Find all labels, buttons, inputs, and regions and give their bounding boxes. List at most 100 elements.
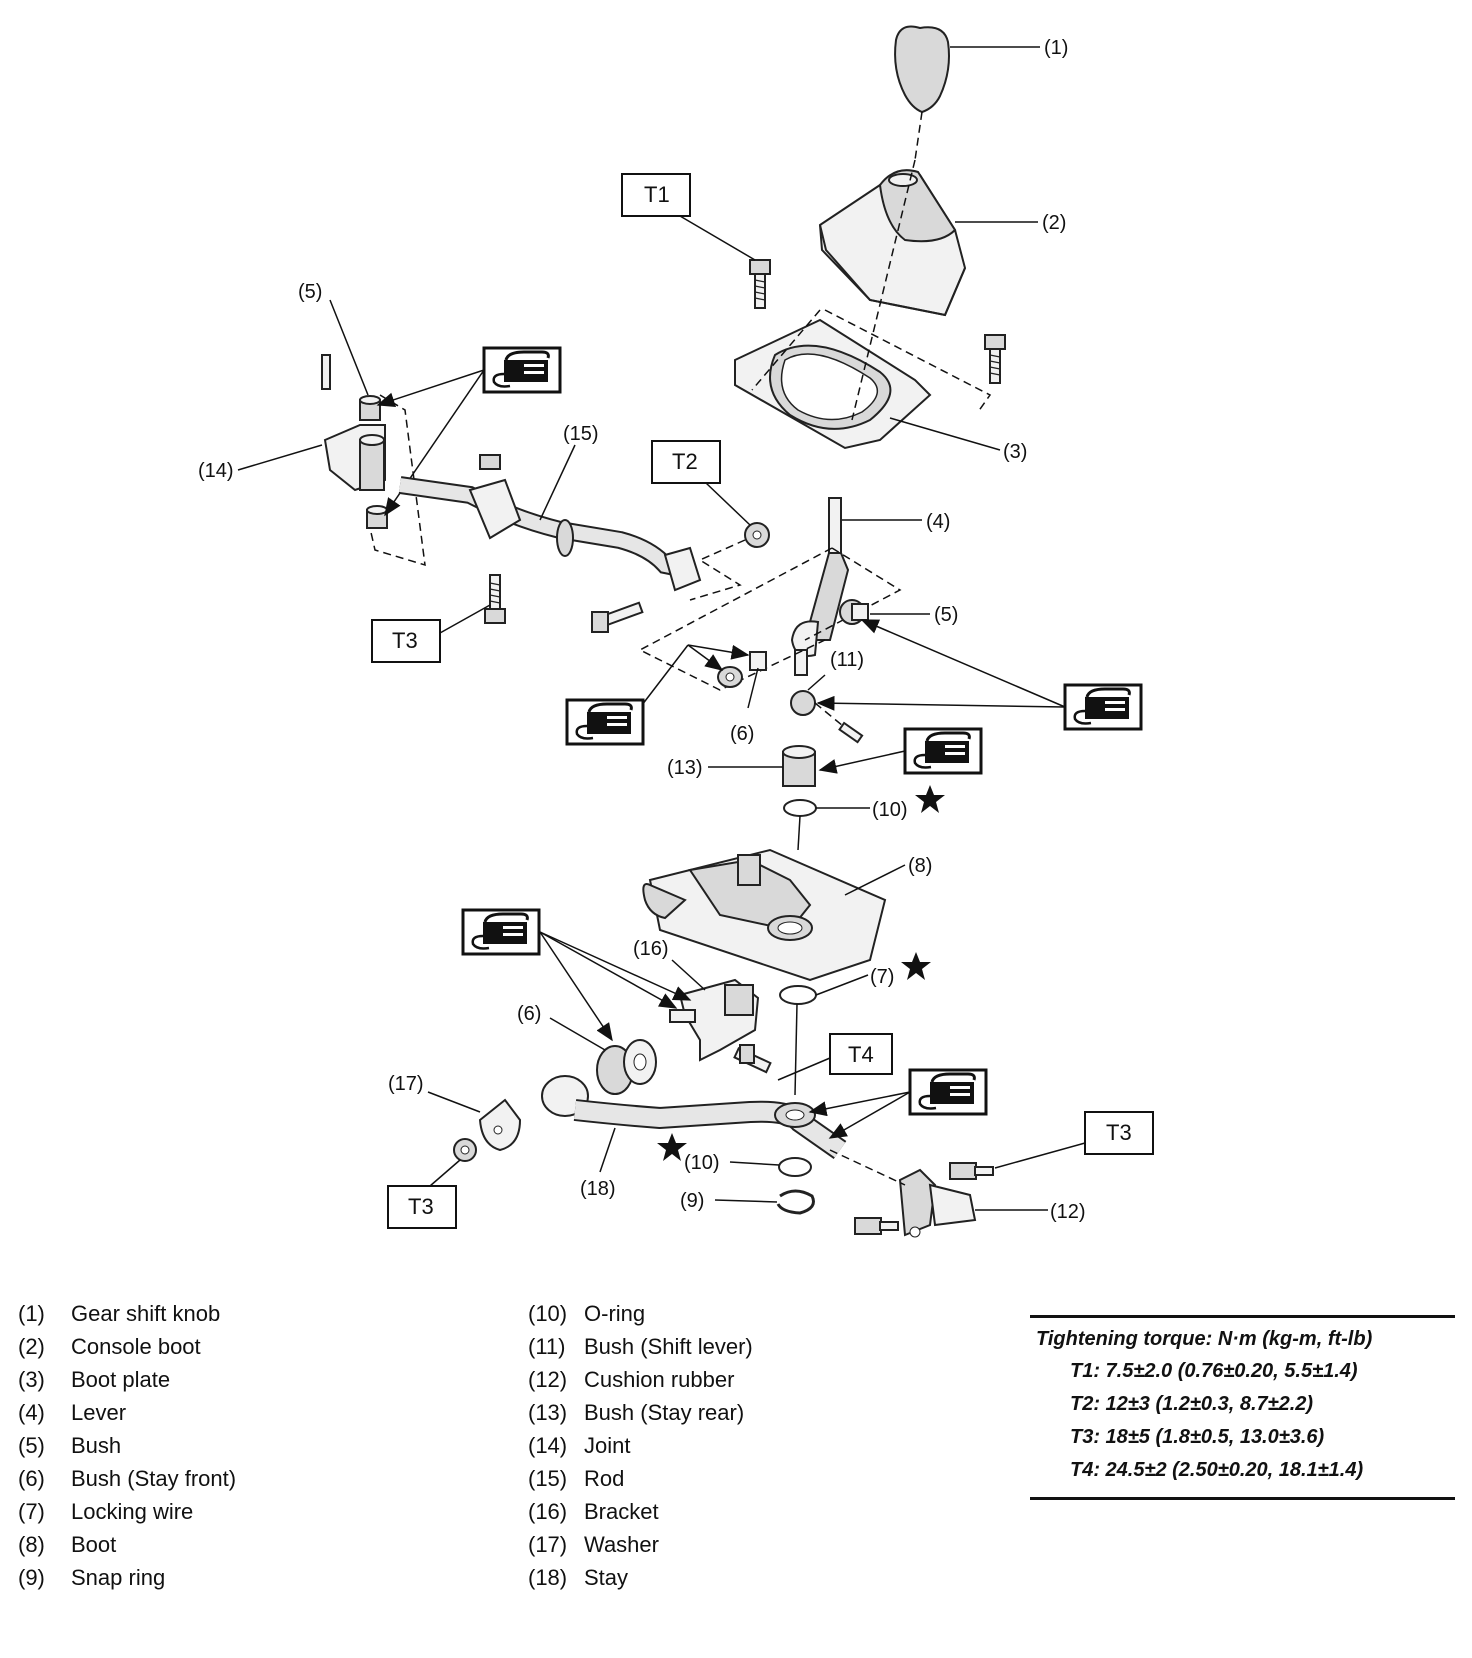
locking-wire xyxy=(779,974,869,1005)
legend-item: (14)Joint xyxy=(528,1429,753,1462)
legend-item-number: (15) xyxy=(528,1466,568,1491)
legend-item: (2) Console boot xyxy=(18,1330,236,1363)
legend-item: (13) Bush (Stay rear) xyxy=(528,1396,753,1429)
callout-5a: (5) xyxy=(298,281,322,303)
cushion-rubber xyxy=(898,1168,1048,1238)
legend-item-name: Bush xyxy=(71,1433,122,1458)
torque-box-t1 xyxy=(621,173,691,217)
parts-legend-left: (1)Gear shift knob(2)Console boot(3)Boot… xyxy=(18,1297,236,1594)
legend-item-number: (18) xyxy=(528,1565,568,1590)
legend-item: (3)Boot plate xyxy=(18,1363,236,1396)
t1-bolt-left xyxy=(749,259,771,309)
callout-18: (18) xyxy=(580,1178,616,1200)
legend-item-number: (14) xyxy=(528,1433,568,1458)
torque-box-t2-label: T2 xyxy=(672,449,698,474)
rod xyxy=(398,444,702,592)
legend-item: (9)Snap ring xyxy=(18,1561,236,1594)
joint xyxy=(237,354,386,492)
t3-bolt-right-lower xyxy=(854,1217,899,1235)
callout-10a: (10) xyxy=(872,799,908,821)
callout-6a: (6) xyxy=(730,723,754,745)
legend-item: (17)Washer xyxy=(528,1528,753,1561)
grease-gun-icon xyxy=(903,727,983,775)
boot xyxy=(642,848,906,982)
callout-12: (12) xyxy=(1050,1201,1086,1223)
bush-5-lower xyxy=(366,505,388,529)
grease-gun-icon xyxy=(461,908,541,956)
bracket xyxy=(669,959,760,1062)
legend-item-name: O-ring xyxy=(584,1301,646,1326)
t3-nut-washer xyxy=(453,1138,477,1162)
legend-item-name: Locking wire xyxy=(71,1499,194,1524)
legend-item-name: Washer xyxy=(584,1532,659,1557)
t3-bolt-rod xyxy=(484,574,506,624)
callout-5b: (5) xyxy=(934,604,958,626)
stay xyxy=(541,1075,847,1173)
legend-item: (8) Boot xyxy=(18,1528,236,1561)
snap-ring xyxy=(714,1189,815,1215)
callout-16: (16) xyxy=(633,938,669,960)
bush-13 xyxy=(708,745,816,787)
callout-11: (11) xyxy=(830,649,864,671)
lever xyxy=(790,497,922,676)
legend-item-name: Boot xyxy=(71,1532,117,1557)
torque-box-t3-b-label: T3 xyxy=(408,1194,434,1219)
star-icon xyxy=(915,785,945,813)
t1-bolt-right xyxy=(984,334,1006,384)
callout-3: (3) xyxy=(1003,441,1027,463)
legend-item: (7) Locking wire xyxy=(18,1495,236,1528)
gear-shift-knob xyxy=(894,25,1040,161)
console-boot xyxy=(818,169,1038,317)
legend-item-number: (8) xyxy=(18,1532,45,1557)
legend-item: (1) Gear shift knob xyxy=(18,1297,236,1330)
legend-item-name: Lever xyxy=(71,1400,127,1425)
legend-item: (12) Cushion rubber xyxy=(528,1363,753,1396)
callout-15: (15) xyxy=(563,423,599,445)
torque-line-t4: T4: 24.5±2 (2.50±0.20, 18.1±1.4) xyxy=(1070,1459,1364,1481)
bush-11 xyxy=(790,674,864,744)
torque-box-t4 xyxy=(829,1033,893,1075)
legend-item-number: (3) xyxy=(18,1367,45,1392)
legend-item-name: Snap ring xyxy=(71,1565,166,1590)
legend-item-number: (1) xyxy=(18,1301,45,1326)
legend-item-name: Bracket xyxy=(584,1499,659,1524)
legend-item-name: Bush (Stay rear) xyxy=(584,1400,745,1425)
bush-6-lower xyxy=(549,1017,657,1095)
legend-item: (10)O-ring xyxy=(528,1297,753,1330)
legend-item-number: (7) xyxy=(18,1499,45,1524)
legend-item-number: (4) xyxy=(18,1400,45,1425)
o-ring-10-lower xyxy=(729,1157,812,1177)
legend-item-name: Gear shift knob xyxy=(71,1301,221,1326)
callout-13: (13) xyxy=(667,757,703,779)
legend-item: (5)Bush xyxy=(18,1429,236,1462)
callout-10b: (10) xyxy=(684,1152,720,1174)
torque-box-t3-a-label: T3 xyxy=(392,628,418,653)
torque-box-t2 xyxy=(651,440,721,484)
torque-title: Tightening torque: N·m (kg-m, ft-lb) xyxy=(1036,1328,1373,1350)
torque-line-t3: T3: 18±5 (1.8±0.5, 13.0±3.6) xyxy=(1070,1426,1325,1448)
t3-bolt-right-upper xyxy=(949,1162,994,1180)
legend-item-number: (6) xyxy=(18,1466,45,1491)
grease-gun-icon xyxy=(565,698,645,746)
legend-item-number: (2) xyxy=(18,1334,45,1359)
torque-line-t1: T1: 7.5±2.0 (0.76±0.20, 5.5±1.4) xyxy=(1070,1360,1358,1382)
legend-item-name: Bush (Stay front) xyxy=(71,1466,237,1491)
callout-6b: (6) xyxy=(517,1003,541,1025)
tightening-torque-panel: Tightening torque: N·m (kg-m, ft-lb) T1:… xyxy=(1030,1315,1455,1500)
torque-box-t3-b xyxy=(387,1185,457,1229)
legend-item-name: Console boot xyxy=(71,1334,201,1359)
legend-item-number: (11) xyxy=(528,1334,566,1359)
callout-14: (14) xyxy=(198,460,234,482)
callout-1: (1) xyxy=(1044,37,1068,59)
legend-item-name: Rod xyxy=(584,1466,625,1491)
legend-item-name: Bush (Shift lever) xyxy=(584,1334,753,1359)
bush-6-upper xyxy=(717,651,767,709)
legend-item-number: (16) xyxy=(528,1499,568,1524)
legend-item-number: (13) xyxy=(528,1400,568,1425)
torque-box-t3-a xyxy=(371,619,441,663)
bush-5-left xyxy=(329,299,381,421)
t3-bolt-side xyxy=(591,601,644,633)
legend-item-name: Cushion rubber xyxy=(584,1367,735,1392)
legend-item-number: (12) xyxy=(528,1367,568,1392)
parts-legend-right: (10)O-ring (11) Bush (Shift lever) (12) Cush… xyxy=(528,1297,753,1594)
